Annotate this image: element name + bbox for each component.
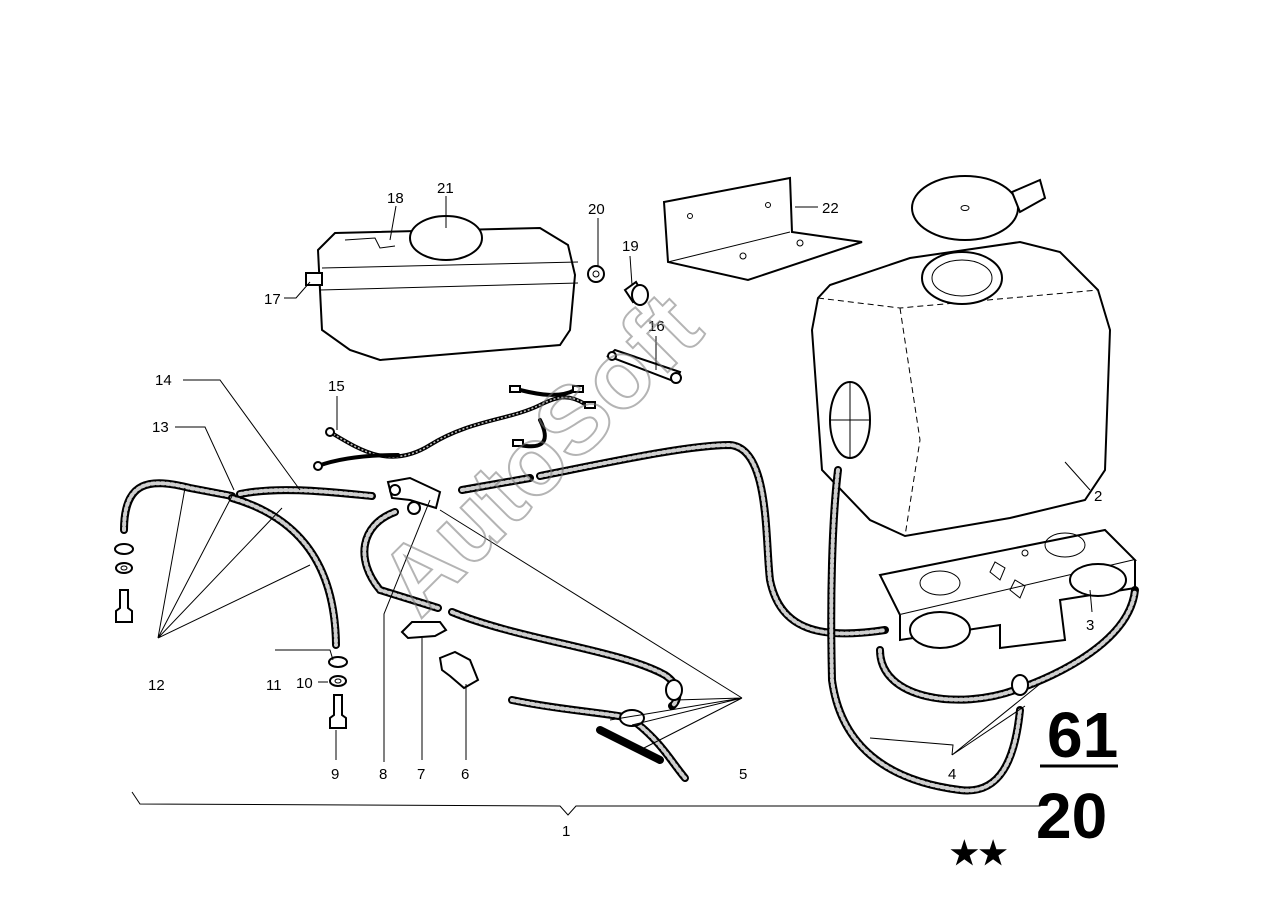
callout-5: 5 [739,766,747,783]
leader-lines [131,196,1093,816]
jet-connector [665,679,683,701]
callout-19: 19 [622,238,639,255]
washer-screw [587,265,649,306]
check-valve [386,476,442,515]
pump-connector [1011,674,1029,696]
group-number: 61 20 ★★ [950,699,1118,871]
callout-2: 2 [1094,488,1102,505]
callout-7: 7 [417,766,425,783]
fasteners-left [114,543,134,623]
pump-assembly [878,528,1137,650]
callout-21: 21 [437,180,454,197]
callout-6: 6 [461,766,469,783]
callout-3: 3 [1086,617,1094,634]
fasteners-right [328,656,348,729]
callout-10: 10 [296,675,313,692]
callout-13: 13 [152,419,169,436]
callout-8: 8 [379,766,387,783]
callout-17: 17 [264,291,281,308]
callout-16: 16 [648,318,665,335]
callout-4: 4 [948,766,956,783]
callouts: 1 2 3 4 5 6 7 8 9 10 11 12 13 14 15 16 1… [148,180,1102,840]
callout-20: 20 [588,201,605,218]
callout-12: 12 [148,677,165,694]
callout-1: 1 [562,823,570,840]
callout-15: 15 [328,378,345,395]
callout-14: 14 [155,372,172,389]
reservoir-lid [911,175,1019,241]
stars: ★★ [950,835,1008,871]
callout-9: 9 [331,766,339,783]
callout-18: 18 [387,190,404,207]
reservoir-small [305,215,579,362]
group-number-bottom: 20 [1036,780,1107,852]
callout-11: 11 [266,677,282,694]
wiring-harness [313,385,596,471]
reservoir-large [810,175,1112,538]
hose-clips [400,621,480,690]
mounting-bracket [662,176,863,282]
group-number-top: 61 [1047,699,1118,771]
strap [606,348,682,384]
callout-22: 22 [822,200,839,217]
